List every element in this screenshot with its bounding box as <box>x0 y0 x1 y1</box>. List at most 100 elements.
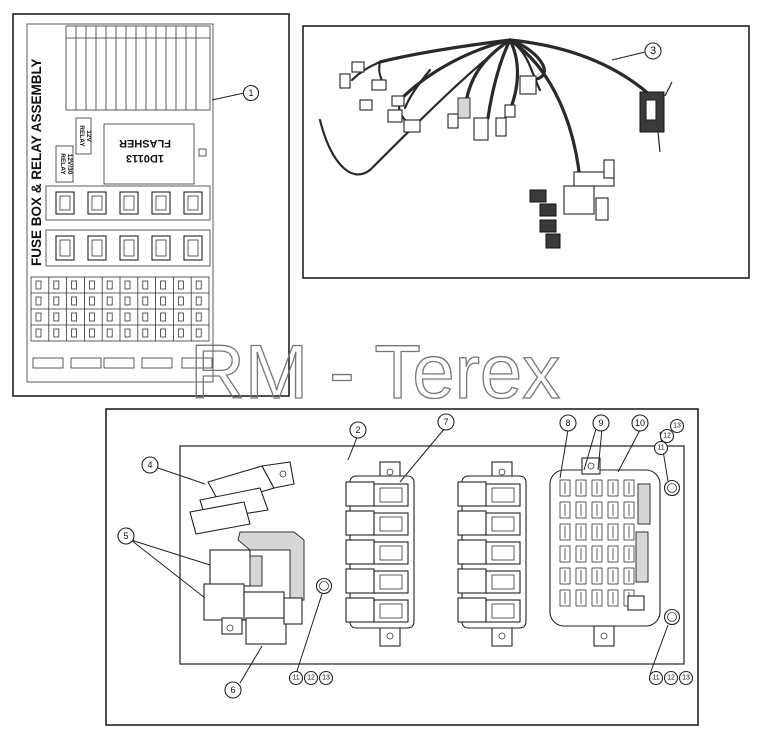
fuse <box>575 589 587 607</box>
fuse <box>607 545 619 563</box>
fuse <box>623 479 635 497</box>
callout-number: 13 <box>322 675 330 682</box>
relay <box>457 568 487 594</box>
callout-number: 9 <box>598 418 603 428</box>
washer-right-bottom <box>663 608 681 626</box>
wiring-harness <box>318 38 673 249</box>
footer-tag <box>103 357 135 369</box>
callout-7 <box>437 413 455 431</box>
fuse <box>607 567 619 585</box>
part-8-fuse-block <box>549 457 661 647</box>
callout-number: 13 <box>673 423 681 430</box>
part-5-6-relays <box>203 531 305 645</box>
fuse <box>575 479 587 497</box>
watermark: RM - Terex <box>190 330 560 415</box>
relay-socket <box>183 191 203 215</box>
callout-number: 13 <box>682 675 690 682</box>
fuse <box>591 479 603 497</box>
svg-text:1D0113: 1D0113 <box>126 152 164 164</box>
fuse <box>623 523 635 541</box>
relay-socket <box>119 191 139 215</box>
part-4-relay-bracket <box>189 461 295 535</box>
svg-text:RELAY: RELAY <box>78 125 85 147</box>
footer-tag <box>181 357 213 369</box>
fuse <box>559 545 571 563</box>
svg-text:1: 1 <box>248 88 253 98</box>
relay-socket <box>87 235 107 261</box>
relay <box>457 539 487 565</box>
fuse <box>559 567 571 585</box>
relay <box>457 481 487 507</box>
relay-socket-rows <box>45 185 211 267</box>
fuse <box>591 523 603 541</box>
relay <box>345 568 375 594</box>
fuse <box>559 523 571 541</box>
callout-13 <box>669 418 685 434</box>
relay-socket <box>183 235 203 261</box>
fuse <box>575 501 587 519</box>
fuse <box>575 523 587 541</box>
callout-11 <box>288 670 304 686</box>
callout-6 <box>224 681 242 699</box>
wiring-harness-panel: 3 <box>302 25 750 279</box>
relay-socket <box>119 235 139 261</box>
svg-text:3: 3 <box>650 45 656 57</box>
relay <box>345 510 375 536</box>
callout-13 <box>678 670 694 686</box>
spare-fuse-holder <box>637 483 651 525</box>
fuse <box>559 589 571 607</box>
relay-label-right: RELAY 12V <box>75 117 92 155</box>
callout-12 <box>303 670 319 686</box>
callout-number: 12 <box>667 675 675 682</box>
callout-3 <box>644 42 662 60</box>
callout-number: 6 <box>230 685 235 695</box>
callout-11 <box>653 440 669 456</box>
callout-9 <box>592 414 610 432</box>
relay-block-middle <box>457 461 527 647</box>
svg-text:RELAY: RELAY <box>59 153 66 175</box>
relay-socket <box>87 191 107 215</box>
callout-number: 5 <box>123 531 128 541</box>
callout-8 <box>559 414 577 432</box>
fuse <box>591 567 603 585</box>
callout-10 <box>631 414 649 432</box>
fuse <box>623 567 635 585</box>
callout-number: 8 <box>565 418 570 428</box>
part-7-relay-block <box>345 461 415 647</box>
fuse <box>623 501 635 519</box>
fuse <box>607 479 619 497</box>
callout-11 <box>648 670 664 686</box>
fuse <box>591 545 603 563</box>
footer-tag <box>70 357 102 369</box>
fuse <box>607 501 619 519</box>
relay <box>457 597 487 623</box>
callout-number: 11 <box>292 675 299 682</box>
label-table <box>65 25 211 111</box>
svg-text:FLASHER: FLASHER <box>119 137 171 149</box>
footer-tag <box>32 357 64 369</box>
relay <box>345 539 375 565</box>
fuse <box>591 501 603 519</box>
relay-socket <box>151 235 171 261</box>
fuse <box>559 479 571 497</box>
svg-text:12V: 12V <box>85 130 92 142</box>
callout-number: 7 <box>443 417 448 427</box>
fuse <box>607 523 619 541</box>
fuse-box-label-panel: FUSE BOX & RELAY ASSEMBLY RELAY 12V/30 R… <box>12 13 290 397</box>
callout-13 <box>318 670 334 686</box>
callout-12 <box>659 428 675 444</box>
callout-1 <box>242 84 260 102</box>
callout-4 <box>141 456 159 474</box>
callout-number: 10 <box>635 418 645 428</box>
callout-number: 12 <box>663 433 671 440</box>
label-panel-title: FUSE BOX & RELAY ASSEMBLY <box>29 58 44 266</box>
relay-socket <box>151 191 171 215</box>
relay <box>345 597 375 623</box>
callout-number: 11 <box>657 445 664 452</box>
callout-5 <box>117 527 135 545</box>
washer-left <box>315 577 333 595</box>
callout-number: 2 <box>355 425 360 435</box>
fuse-grid <box>30 276 210 342</box>
